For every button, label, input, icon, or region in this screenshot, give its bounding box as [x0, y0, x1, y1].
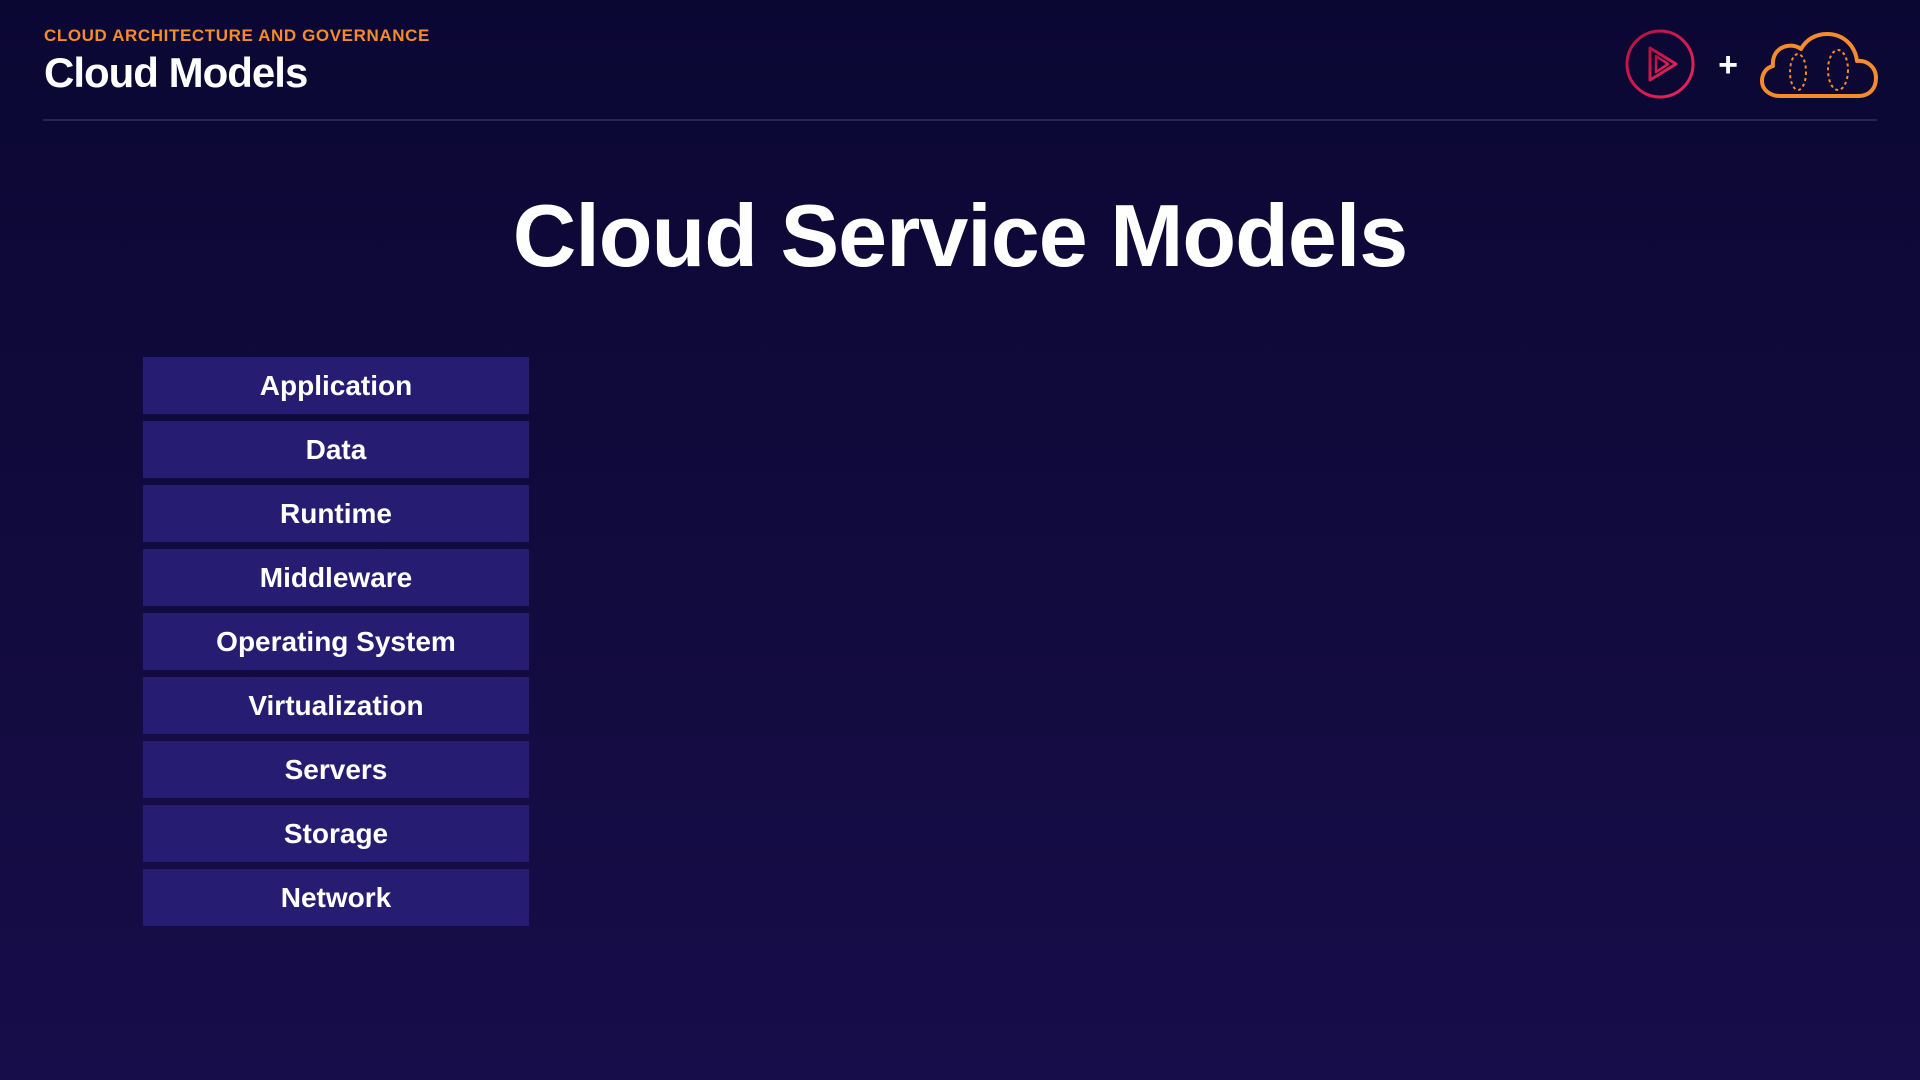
slide-title: Cloud Service Models: [512, 186, 1408, 285]
stack-layer-application: Application: [143, 357, 529, 414]
play-circle-icon: [1624, 28, 1696, 105]
stack-layer-virtualization: Virtualization: [143, 677, 529, 734]
stack-layer-servers: Servers: [143, 741, 529, 798]
stack-layer-runtime: Runtime: [143, 485, 529, 542]
header-divider: [43, 119, 1877, 121]
stack-layer-storage: Storage: [143, 805, 529, 862]
plus-icon: +: [1718, 45, 1738, 84]
logo-area: +: [1624, 28, 1878, 105]
cloud-icon: [1760, 28, 1878, 105]
module-title: Cloud Models: [44, 49, 308, 96]
stack-layer-data: Data: [143, 421, 529, 478]
course-title: CLOUD ARCHITECTURE AND GOVERNANCE: [44, 26, 430, 45]
stack-layer-operating-system: Operating System: [143, 613, 529, 670]
stack-layer-network: Network: [143, 869, 529, 926]
stack-layer-middleware: Middleware: [143, 549, 529, 606]
header: CLOUD ARCHITECTURE AND GOVERNANCE Cloud …: [44, 26, 430, 96]
